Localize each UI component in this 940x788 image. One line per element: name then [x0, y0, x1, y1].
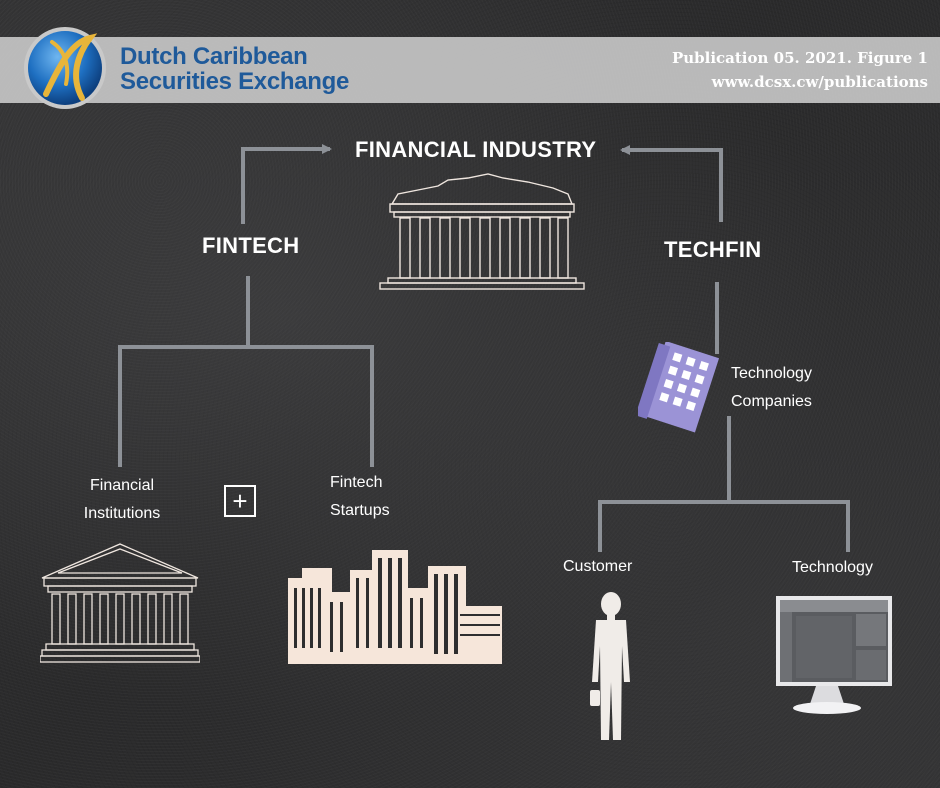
computer-monitor-icon — [776, 596, 892, 714]
person-icon — [590, 592, 630, 740]
technology-companies-line-1: Technology — [731, 365, 812, 382]
header-band — [0, 37, 940, 103]
fintech-label: FINTECH — [202, 233, 300, 258]
logo-line-2: Securities Exchange — [120, 68, 350, 95]
technology-companies-line-2: Companies — [731, 393, 812, 410]
publication-info: Publication 05. 2021. Figure 1 www.dcsx.… — [672, 46, 928, 94]
dcsx-logo-icon — [24, 27, 106, 109]
customer-label: Customer — [563, 558, 633, 575]
publication-number: Publication 05. 2021. Figure 1 — [671, 49, 928, 67]
bank-temple-icon — [40, 543, 200, 663]
publication-url[interactable]: www.dcsx.cw/publications — [711, 73, 928, 91]
fintech-to-root-arrow — [241, 144, 332, 224]
technology-label: Technology — [792, 559, 873, 576]
logo-wordmark: Dutch Caribbean Securities Exchange — [120, 44, 349, 94]
logo-line-1: Dutch Caribbean — [120, 43, 308, 70]
fintech-startups-line-1: Fintech — [330, 474, 383, 491]
parthenon-icon — [379, 173, 585, 290]
techfin-label: TECHFIN — [664, 237, 762, 262]
fintech-startups-line-2: Startups — [330, 502, 390, 519]
financial-institutions-line-2: Institutions — [83, 505, 161, 522]
financial-industry-label: FINANCIAL INDUSTRY — [355, 137, 597, 162]
techfin-to-root-arrow — [620, 145, 723, 222]
fintech-startups-label: Fintech Startups — [330, 469, 390, 525]
city-skyline-icon — [288, 550, 502, 664]
financial-institutions-line-1: Financial — [89, 477, 155, 494]
technology-companies-label: Technology Companies — [731, 360, 812, 416]
financial-institutions-label: Financial Institutions — [79, 472, 165, 528]
office-building-icon — [638, 342, 720, 433]
plus-icon: + — [224, 485, 256, 517]
